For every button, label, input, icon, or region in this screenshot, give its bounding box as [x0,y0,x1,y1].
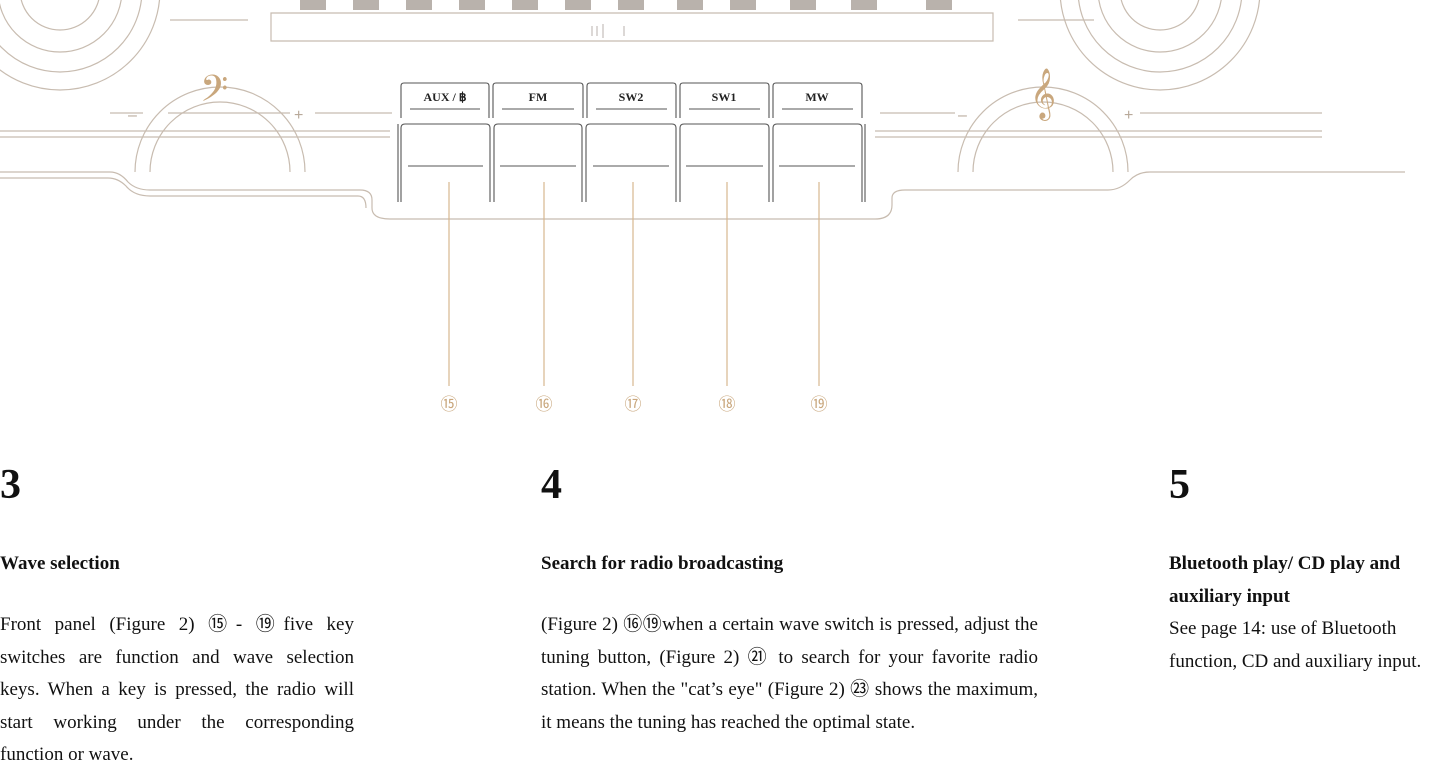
section-body: (Figure 2) ⑯⑲when a certain wave switch … [541,614,1038,733]
key-button-sw2 [585,123,677,202]
section-body: Front panel (Figure 2) ⑮- ⑲five key swit… [0,614,354,765]
key-button-fm [493,123,583,202]
treble-tone-arc [880,86,1322,173]
bass-plus-label: + [294,107,303,124]
key-label-sw1: SW1 [712,90,737,104]
key-label-fm: FM [529,90,548,104]
key-button-sw1 [679,123,770,202]
key-label-tabs [400,82,863,118]
callout-16: ⑯ [536,395,553,414]
key-button-mw [772,123,863,202]
section-4: 4 Search for radio broadcasting (Figure … [541,458,1038,739]
panel-outline [0,130,1322,138]
callout-lines [448,182,820,386]
section-5: 5 Bluetooth play/ CD play and auxiliary … [1169,458,1435,678]
key-button-aux [400,123,491,202]
key-label-mw: MW [805,90,828,104]
section-number: 5 [1169,462,1190,508]
callout-19: ⑲ [811,395,828,414]
section-heading: Bluetooth play/ CD play and auxiliary in… [1169,553,1401,607]
section-number: 4 [541,462,562,508]
key-label-sw2: SW2 [619,90,644,104]
treble-minus-label: – [958,107,967,124]
treble-plus-label: + [1124,107,1133,124]
bass-tone-arc [110,86,392,173]
callout-18: ⑱ [719,395,736,414]
dial-scale-marks [300,0,952,10]
treble-clef-icon: 𝄞 [1030,68,1056,121]
bass-clef-icon: 𝄢 [200,68,228,119]
section-heading: Search for radio broadcasting [541,553,784,574]
section-heading: Wave selection [0,553,120,574]
callout-17: ⑰ [625,395,642,414]
section-number: 3 [0,462,21,508]
dial-pointer [591,24,625,38]
tuning-knob-right [1059,0,1261,91]
key-label-aux: AUX / ฿ [424,90,467,104]
front-panel-illustration: 𝄢 𝄞 – + – + AUX / ฿ FM SW2 SW1 MW [0,0,1405,414]
bass-minus-label: – [128,107,137,124]
key-buttons [397,123,866,202]
section-3: 3 Wave selection Front panel (Figure 2) … [0,458,354,772]
volume-knob-left [0,0,161,91]
dial-scale-frame [270,12,994,42]
callout-15: ⑮ [441,395,458,414]
section-body: See page 14: use of Bluetooth function, … [1169,618,1422,672]
